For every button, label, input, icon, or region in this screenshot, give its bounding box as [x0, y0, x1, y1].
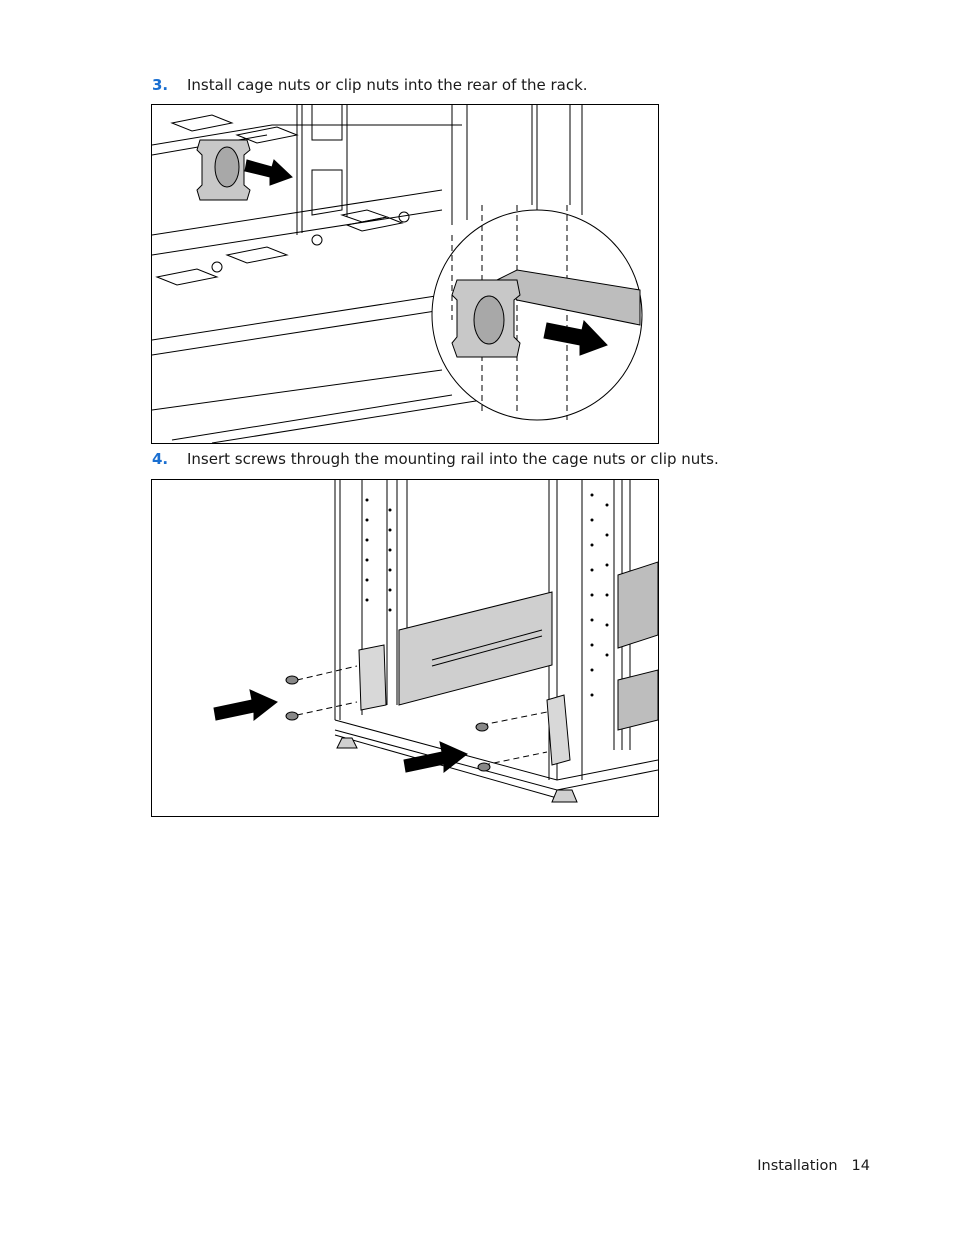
step-4: 4. Insert screws through the mounting ra… — [152, 450, 719, 468]
page-footer: Installation 14 — [757, 1158, 870, 1174]
step-text: Install cage nuts or clip nuts into the … — [187, 76, 588, 94]
step-3: 3. Install cage nuts or clip nuts into t… — [152, 76, 588, 94]
mounting-rail-illustration — [151, 479, 659, 817]
step-number: 3. — [152, 76, 169, 94]
cage-nut-illustration — [151, 104, 659, 444]
footer-section: Installation — [757, 1158, 838, 1174]
page-number: 14 — [851, 1158, 870, 1174]
step-number: 4. — [152, 450, 169, 468]
step-text: Insert screws through the mounting rail … — [187, 450, 719, 468]
